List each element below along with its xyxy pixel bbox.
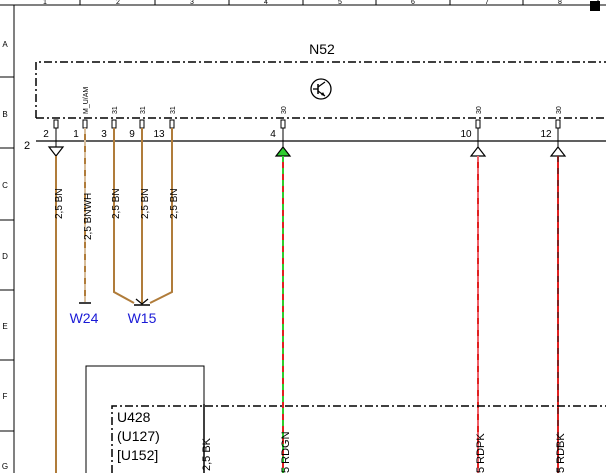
wire-label-pin9: 2,5 BN [140,188,151,219]
ruler-top-6: 6 [411,0,415,6]
ruler-top-2: 2 [116,0,120,6]
ruler-top-4: 4 [264,0,268,6]
wire-label-pin13: 2,5 BN [169,188,180,219]
wire-label-rdpk: 5 RDPK [475,433,487,473]
ruler-left-f: F [3,392,8,401]
pin-markers [53,119,561,129]
ruler-top-1: 1 [43,0,47,6]
wire-label-pin1: 2,5 BNWH [83,193,94,240]
ruler-top-3: 3 [190,0,194,6]
upper-label-30b: 30 [476,106,483,114]
wire-pins-3-9-13 [113,128,173,304]
upper-label-31c: 31 [170,106,177,114]
lower-component-line1: U428 [117,409,151,425]
pin-3: 3 [101,129,107,140]
wire-pin12-rdbk [549,128,567,473]
upper-label-30a: 30 [281,106,288,114]
upper-label-31b: 31 [140,106,147,114]
ground-ref-w15[interactable]: W15 [128,310,157,326]
component-u428-box: U428 (U127) [U152] [85,365,606,473]
pin-10: 10 [460,129,472,140]
ruler-left-e: E [2,322,7,331]
pin-numbers: 2 1 3 9 13 4 10 12 [43,129,552,140]
component-n52-box: N52 2 [24,41,606,152]
ruler-left-c: C [2,181,8,190]
wire-pin2 [47,128,65,473]
ruler-left-a: A [2,40,8,49]
pin-2: 2 [43,129,49,140]
ground-ref-w24[interactable]: W24 [70,310,99,326]
ruler-top: 1 2 3 4 5 6 7 8 [0,0,606,11]
wire-label-bk: 2,5 BK [201,437,213,471]
ruler-left-g: G [2,462,8,471]
wire-pin1 [79,128,91,304]
ruler-left-d: D [2,252,8,261]
wire-label-rdbk: 5 RDBK [555,433,567,473]
ruler-top-7: 7 [485,0,489,6]
wire-label-pin2: 2,5 BN [54,188,65,219]
ruler-top-8: 8 [558,0,562,6]
component-name: N52 [309,41,335,57]
transistor-icon [310,78,332,100]
ruler-left-b: B [2,110,7,119]
row-pin-label: 2 [24,140,30,152]
pin-12: 12 [540,129,552,140]
upper-label-31a: 31 [112,106,119,114]
pin-4: 4 [270,129,276,140]
upper-labels: M_U/AM 31 31 31 30 30 30 [83,87,563,114]
upper-label-30c: 30 [556,106,563,114]
pin-13: 13 [153,129,165,140]
upper-label-mu: M_U/AM [83,87,90,114]
pin-1: 1 [73,129,79,140]
lower-component-line3: [U152] [117,447,158,463]
ruler-left: A B C D E F G [0,5,15,473]
pin-9: 9 [129,129,135,140]
lower-component-line2: (U127) [117,428,160,444]
ruler-top-5: 5 [338,0,342,6]
wire-pin4-rdgn [274,128,292,473]
wire-label-pin3: 2,5 BN [111,188,122,219]
wire-pin10-rdpk [469,128,487,473]
ground-w15-node [134,298,150,306]
wire-label-rdgn: 5 RDGN [280,431,292,473]
